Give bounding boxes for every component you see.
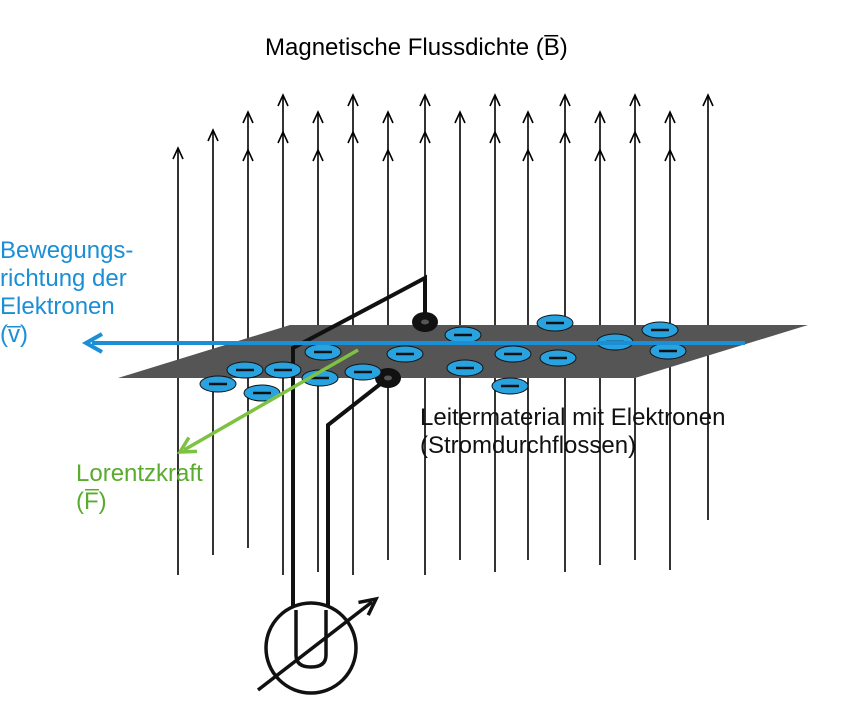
velocity-label-line-4: (v̅) <box>0 321 28 348</box>
electron <box>649 342 687 360</box>
electron <box>344 363 382 381</box>
field-arrowhead <box>664 148 676 162</box>
contact-bottom-highlight <box>384 375 392 381</box>
voltmeter-wires <box>291 274 438 640</box>
wire-right <box>326 376 390 640</box>
force-arrow-line <box>183 348 359 452</box>
field-arrowhead <box>277 130 289 144</box>
field-arrowhead <box>594 110 606 124</box>
force-label: Lorentzkraft (F̅) <box>76 460 203 516</box>
field-arrowhead <box>312 148 324 162</box>
force-label-line-2: (F̅) <box>76 488 107 515</box>
electron <box>444 326 482 344</box>
field-arrowhead <box>242 110 254 124</box>
velocity-label: Bewegungs- richtung der Elektronen (v̅) <box>0 237 133 349</box>
electron <box>226 361 264 379</box>
vector-arrows <box>81 332 745 454</box>
field-arrowhead <box>489 93 501 107</box>
voltmeter-needle <box>256 600 374 692</box>
field-line <box>702 93 714 520</box>
electrons-group <box>199 314 687 402</box>
field-arrowhead <box>207 128 219 142</box>
contact-top-highlight <box>421 319 429 325</box>
field-arrowhead <box>172 146 184 160</box>
force-label-line-1: Lorentzkraft <box>76 460 203 487</box>
electron <box>539 349 577 367</box>
velocity-label-line-2: richtung der <box>0 265 127 292</box>
force-arrowhead <box>176 436 198 454</box>
field-arrowhead <box>347 130 359 144</box>
field-arrowhead <box>242 148 254 162</box>
field-arrowhead <box>277 93 289 107</box>
field-arrowhead <box>522 148 534 162</box>
velocity-label-line-3: Elektronen <box>0 293 115 320</box>
field-arrowhead <box>419 130 431 144</box>
field-arrowhead <box>629 93 641 107</box>
voltmeter-needle-arrowhead <box>358 596 380 616</box>
field-arrowhead <box>312 110 324 124</box>
diagram-title: Magnetische Flussdichte (B̅) <box>265 34 568 61</box>
field-arrowhead <box>419 93 431 107</box>
field-arrowhead <box>559 130 571 144</box>
electron <box>641 321 679 339</box>
field-arrowhead <box>702 93 714 107</box>
electron <box>386 345 424 363</box>
field-arrowhead <box>382 148 394 162</box>
conductor-label: Leitermaterial mit Elektronen (Stromdurc… <box>420 404 725 460</box>
electron <box>491 377 529 395</box>
field-arrowhead <box>522 110 534 124</box>
conductor-label-line-2: (Stromdurchflossen) <box>420 432 637 459</box>
field-arrowhead <box>454 110 466 124</box>
field-arrowhead <box>594 148 606 162</box>
field-arrowhead <box>629 130 641 144</box>
wire-left <box>291 274 427 640</box>
field-arrowhead <box>559 93 571 107</box>
electron <box>536 314 574 332</box>
field-arrowhead <box>382 110 394 124</box>
electron <box>243 384 281 402</box>
electron <box>304 343 342 361</box>
field-arrowhead <box>664 110 676 124</box>
electron <box>494 345 532 363</box>
voltmeter <box>256 596 380 695</box>
velocity-label-line-1: Bewegungs- <box>0 237 134 264</box>
field-arrowhead <box>347 93 359 107</box>
electron <box>199 375 237 393</box>
velocity-arrowhead <box>81 332 103 354</box>
field-arrowhead <box>489 130 501 144</box>
field-line <box>242 110 254 548</box>
conductor-label-line-1: Leitermaterial mit Elektronen <box>420 404 726 431</box>
electron <box>264 361 302 379</box>
electron <box>446 359 484 377</box>
